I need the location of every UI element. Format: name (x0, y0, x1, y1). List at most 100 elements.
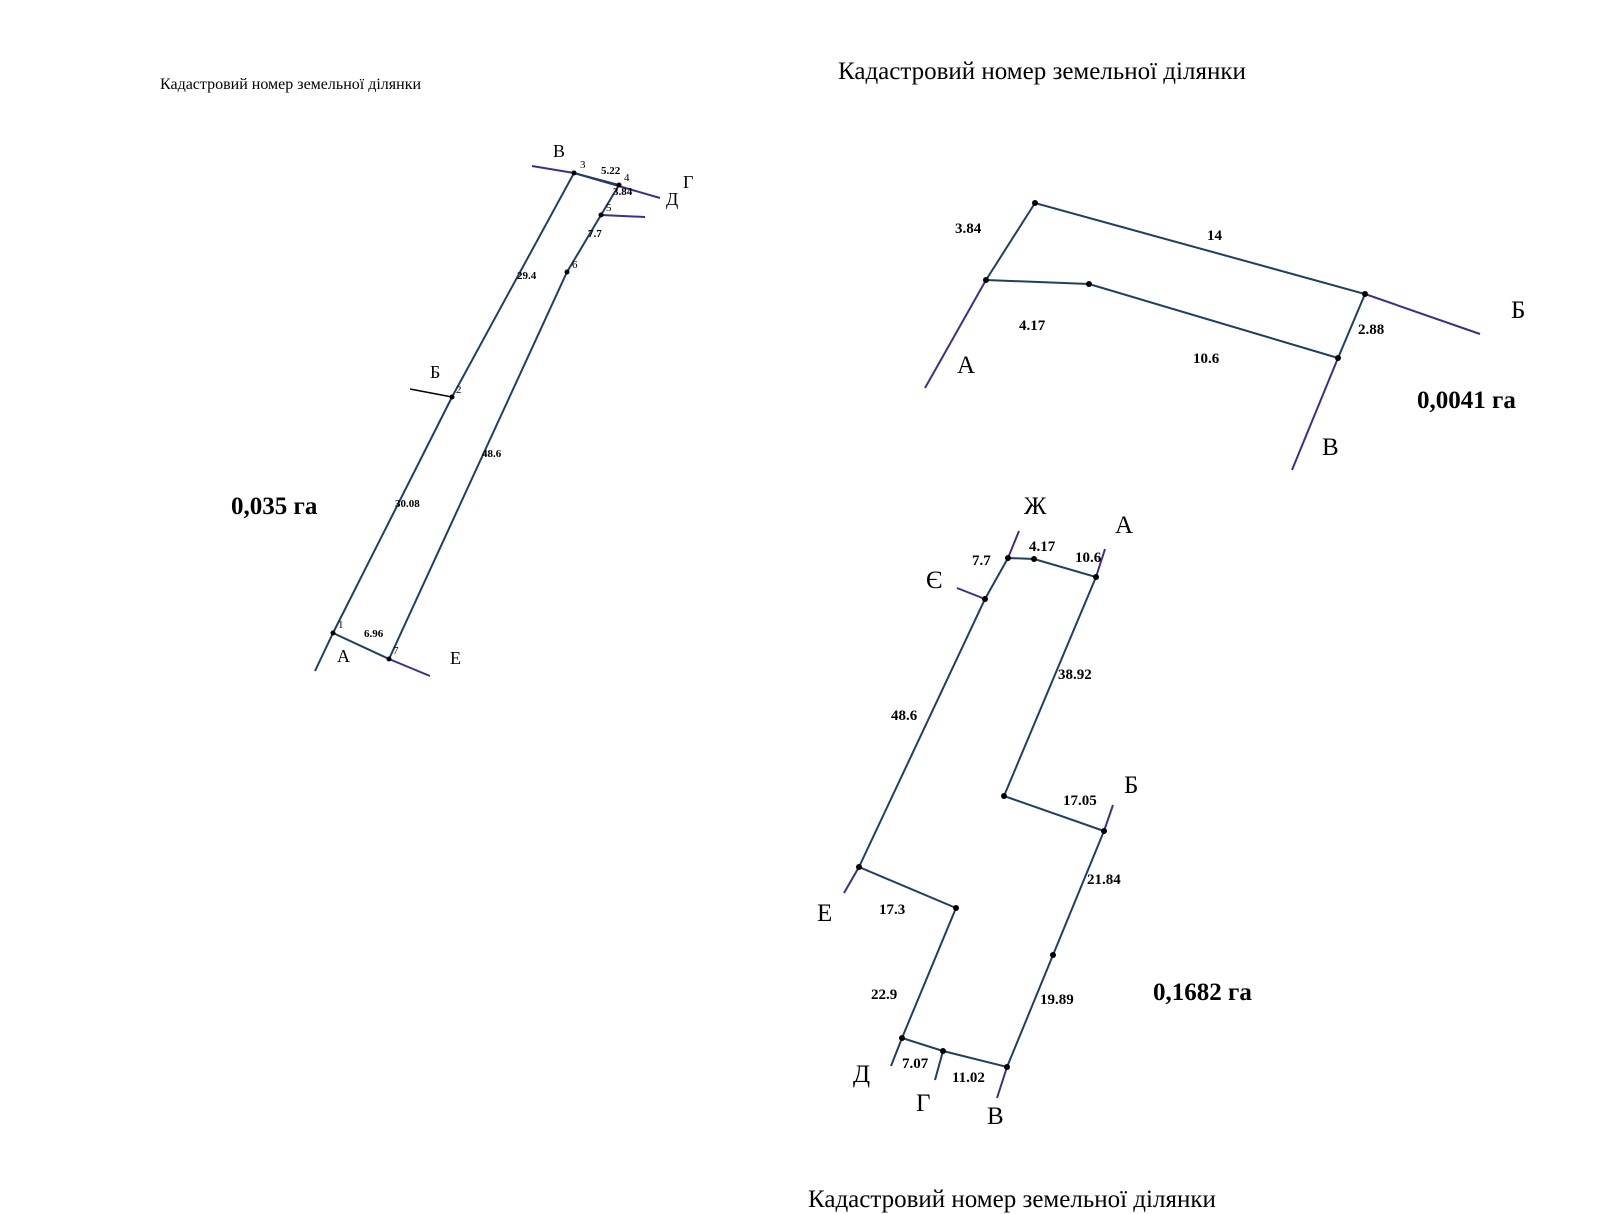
tr-point-1 (983, 277, 989, 283)
length-br-7-07: 7.07 (902, 1056, 929, 1072)
length-br-11-02: 11.02 (952, 1070, 985, 1086)
letter-b: Б (430, 362, 440, 382)
br-point-b (1101, 828, 1107, 834)
cadastral-number-title-left: Кадастровий номер земельної ділянки (160, 76, 422, 93)
point-6 (564, 269, 570, 275)
length-tr-10-6: 10.6 (1193, 351, 1220, 367)
length-6-7: 48.6 (482, 448, 502, 460)
length-tr-4-17: 4.17 (1019, 318, 1046, 334)
point-number-2: 2 (456, 384, 462, 396)
plot-bottom-right-area: 0,1682 га (1153, 979, 1252, 1006)
letter-e-br: Е (817, 900, 832, 927)
neighbor-line-v-br (996, 1066, 1008, 1099)
letter-g-br: Г (916, 1090, 930, 1117)
length-7-1: 6.96 (364, 628, 384, 640)
br-point-d (899, 1035, 905, 1041)
letter-v: В (553, 141, 565, 161)
length-br-38-92: 38.92 (1058, 667, 1092, 683)
br-point-v (1004, 1064, 1010, 1070)
point-5 (598, 212, 604, 218)
br-point-a (1093, 574, 1099, 580)
neighbor-line-g-br (934, 1050, 944, 1081)
plot-top-right-boundary (985, 201, 1367, 360)
tr-point-2 (1032, 200, 1038, 206)
neighbor-line-e (388, 658, 431, 677)
plot-bottom-right: Ж А Є Б Е Д Г В 7.7 4.17 10.6 38.92 48.6… (817, 493, 1252, 1130)
length-br-21-84: 21.84 (1087, 872, 1121, 888)
br-point-b-v (1050, 952, 1056, 958)
length-tr-2-88: 2.88 (1358, 322, 1384, 338)
length-br-17-05: 17.05 (1063, 793, 1097, 809)
tr-point-5 (1086, 281, 1092, 287)
point-number-6: 6 (572, 259, 578, 271)
point-number-1: 1 (338, 619, 344, 631)
point-number-7: 7 (393, 645, 399, 657)
br-point-zh-a (1031, 556, 1037, 562)
letter-d-br: Д (853, 1061, 870, 1088)
neighbor-line-d (600, 214, 646, 218)
neighbor-line-ye (956, 587, 986, 600)
length-tr-3-84: 3.84 (955, 221, 982, 237)
length-br-17-3: 17.3 (879, 902, 905, 918)
letter-a-br: А (1115, 512, 1133, 539)
length-br-19-89: 19.89 (1040, 992, 1074, 1008)
plot-top-right-area: 0,0041 га (1417, 387, 1516, 414)
letter-a-tr: А (957, 352, 975, 379)
cadastral-number-title-right: Кадастровий номер земельної ділянки (838, 58, 1246, 85)
length-br-4-17: 4.17 (1029, 539, 1056, 555)
point-4 (616, 182, 622, 188)
letter-d: Д (666, 189, 678, 209)
point-number-3: 3 (580, 159, 586, 171)
neighbor-line-a (314, 632, 334, 672)
length-3-4: 5.22 (601, 165, 621, 177)
tr-point-4 (1335, 355, 1341, 361)
neighbor-line-a-tr (924, 279, 987, 389)
point-number-5: 5 (606, 202, 612, 214)
length-br-10-6: 10.6 (1075, 550, 1102, 566)
neighbor-line-v (531, 165, 575, 174)
letter-zh-br: Ж (1024, 493, 1047, 520)
neighbor-line-a-br (1095, 548, 1106, 578)
letter-v-br: В (987, 1103, 1004, 1130)
neighbor-line-b-br (1103, 804, 1114, 832)
neighbor-line-zh (1007, 530, 1020, 559)
letter-v-tr: В (1322, 434, 1339, 461)
plot-left-area: 0,035 га (231, 493, 318, 520)
length-2-3: 29.4 (517, 270, 537, 282)
length-br-22-9: 22.9 (871, 987, 897, 1003)
length-1-2: 30.08 (395, 498, 420, 510)
plot-left: 1 2 3 4 5 6 7 А Б В Г Д Е 5.22 3.84 7.7 … (231, 141, 693, 677)
length-5-6: 7.7 (588, 228, 602, 240)
letter-a: А (337, 646, 350, 666)
length-br-48-6: 48.6 (891, 708, 918, 724)
letter-b-tr: Б (1511, 297, 1525, 324)
point-7 (386, 656, 392, 662)
plot-left-boundary (332, 171, 621, 661)
neighbor-line-v-tr (1291, 357, 1339, 471)
br-point-inner-b (1001, 793, 1007, 799)
point-2 (449, 394, 455, 400)
point-3 (571, 170, 577, 176)
neighbor-line-b (409, 388, 453, 398)
br-point-e (856, 864, 862, 870)
length-br-7-7: 7.7 (972, 553, 991, 569)
br-point-inner-e (953, 905, 959, 911)
point-1 (330, 630, 336, 636)
br-point-g (940, 1048, 946, 1054)
length-4-5: 3.84 (613, 186, 633, 198)
neighbor-line-b-tr (1364, 293, 1481, 335)
tr-point-3 (1362, 291, 1368, 297)
neighbor-line-d-br (890, 1037, 903, 1067)
neighbor-line-e-br (843, 866, 860, 894)
letter-g: Г (683, 172, 693, 192)
point-number-4: 4 (624, 172, 630, 184)
br-point-ye (982, 596, 988, 602)
length-tr-14: 14 (1207, 228, 1223, 244)
br-point-zh (1005, 555, 1011, 561)
letter-b-br: Б (1124, 772, 1138, 799)
letter-e: Е (450, 648, 461, 668)
plot-top-right: А Б В 3.84 14 4.17 10.6 2.88 0,0041 га (924, 200, 1525, 471)
letter-ye-br: Є (926, 567, 943, 594)
